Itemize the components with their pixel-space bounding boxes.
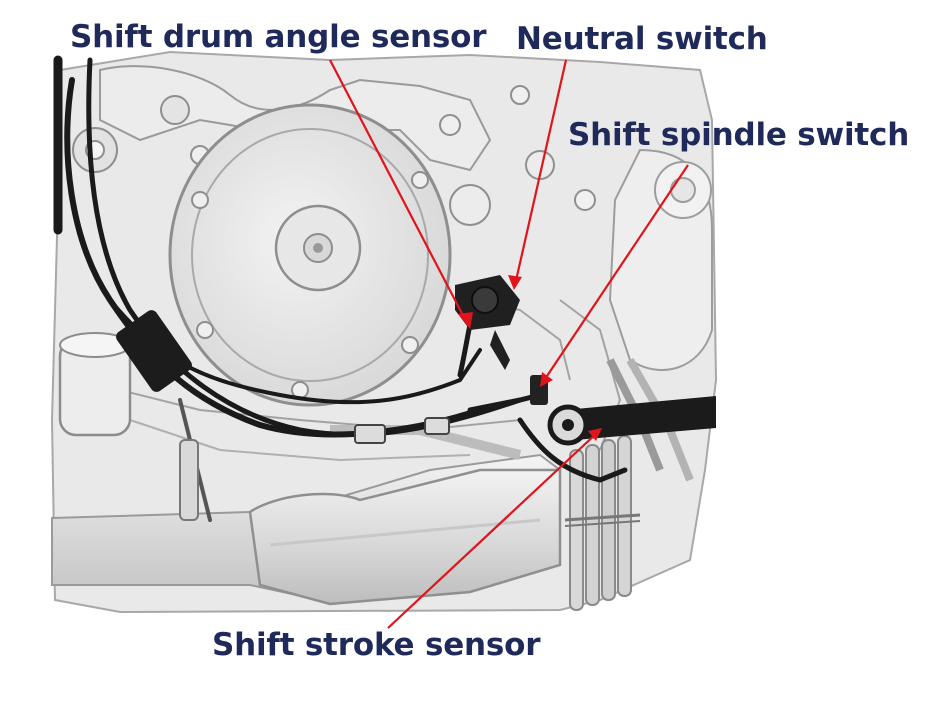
label-shift-spindle-switch: Shift spindle switch	[568, 117, 910, 153]
arrowhead-stroke	[588, 428, 602, 441]
shift-linkage	[547, 396, 716, 446]
leader-line-drum	[329, 59, 469, 326]
leader-lines	[329, 59, 689, 629]
leader-line-spindle	[542, 164, 689, 383]
harness-connectors	[116, 310, 450, 521]
side-cover	[168, 103, 452, 407]
oil-filter	[58, 332, 132, 437]
label-shift-drum-angle-sensor: Shift drum angle sensor	[70, 19, 487, 55]
arrowhead-neutral	[508, 275, 522, 290]
arrowhead-drum	[458, 312, 473, 329]
leader-line-stroke	[387, 431, 599, 629]
leader-arrowheads	[458, 275, 602, 441]
arrowhead-spindle	[540, 372, 553, 387]
label-shift-stroke-sensor: Shift stroke sensor	[212, 627, 541, 663]
leader-line-neutral	[513, 59, 568, 286]
label-neutral-switch: Neutral switch	[516, 21, 768, 57]
